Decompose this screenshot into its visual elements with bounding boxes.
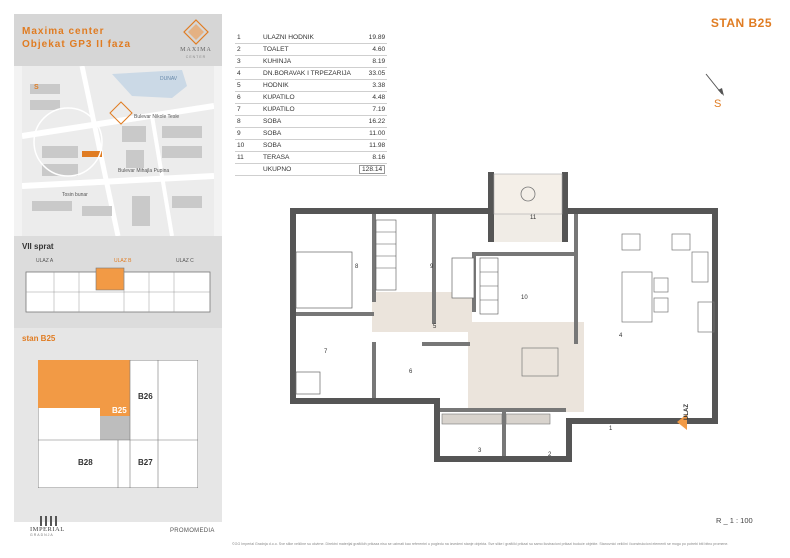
room-area: 4.60 [372,46,386,53]
room-name: KUPATILO [263,94,295,101]
project-header: Maxima center Objekat GP3 II faza MAXIMA… [14,14,222,66]
room-area: 4.48 [372,94,386,101]
plan-room-label: 2 [548,452,552,458]
map-river-label: DUNAV [160,76,178,82]
room-number: 3 [237,58,241,65]
room-name: ULAZNI HODNIK [263,34,314,41]
room-area: 11.00 [369,130,386,137]
entrance-label: ULAZ B [114,258,132,264]
apartment-title: stan B25 [22,334,56,343]
map-street-label: Bulevar Mihajla Pupina [118,168,170,174]
room-number: 5 [237,82,241,89]
room-row: 2 TOALET 4.60 [235,44,388,56]
floor-section: VII sprat ULAZ A ULAZ B ULAZ C [14,236,222,328]
room-row: 5 HODNIK 3.38 [235,80,388,92]
plan-room-label: 11 [530,215,537,221]
compass-icon: S [700,70,730,114]
room-row: 8 SOBA 16.22 [235,116,388,128]
location-map: S Bulevar Mihajla Pupina Bulevar Nikole … [22,66,214,236]
total-label: UKUPNO [263,166,292,173]
room-area: 7.19 [372,106,386,113]
room-number: 9 [237,130,241,137]
map-street-label: Tosin bunar [62,192,88,198]
floor-plan-mini [25,267,211,313]
room-name: SOBA [263,130,282,137]
project-name: Maxima center [22,26,105,37]
plan-room-label: 7 [324,349,328,355]
map-north-label: S [34,84,39,91]
room-number: 8 [237,118,241,125]
plan-room-label: 10 [521,295,528,301]
room-name: KUHINJA [263,58,292,65]
room-number: 1 [237,34,241,41]
apartment-location-plan [38,360,198,488]
entrance-label: ULAZ C [176,258,194,264]
imperial-logo-sub: GRADNJA [30,533,54,537]
unit-label: B27 [138,458,153,467]
footer-disclaimer: ©GG Imperial Gradnja d.o.o. Sve slike ve… [232,542,729,546]
total-row: UKUPNO 128.14 [235,164,388,176]
imperial-logo-text: IMPERIAL [30,526,65,533]
room-name: TERASA [263,154,290,161]
plan-room-label: 6 [409,369,413,375]
room-name: SOBA [263,142,282,149]
room-number: 11 [237,154,244,161]
entrance-arrow-icon [677,414,687,430]
logo-brand: MAXIMA [180,47,212,53]
plan-room-label: 4 [619,333,623,339]
plan-room-label: 8 [355,264,359,270]
room-area: 16.22 [368,118,386,125]
room-number: 7 [237,106,241,113]
compass-label: S [714,98,722,110]
room-row: 9 SOBA 11.00 [235,128,388,140]
plan-room-label: 9 [430,264,434,270]
unit-label: B25 [112,406,127,415]
room-name: TOALET [263,46,289,53]
room-area: 11.98 [369,142,386,149]
page-title: STAN B25 [710,16,772,30]
room-name: SOBA [263,118,282,125]
imperial-logo: IMPERIAL GRADNJA [30,516,70,537]
entrance-label: ULAZ [684,404,690,420]
plan-room-label: 1 [609,426,613,432]
map-street-label: Bulevar Nikole Tesle [134,114,180,120]
apartment-section: stan B25 B25 B26 B28 B27 [14,328,222,522]
scale-label: R _ 1 : 100 [716,516,753,525]
room-row: 11 TERASA 8.16 [235,152,388,164]
entrance-label: ULAZ A [36,258,54,264]
room-number: 10 [237,142,245,149]
floor-title: VII sprat [22,242,54,251]
maxima-logo: MAXIMA CENTER [174,18,218,62]
room-name: HODNIK [263,82,289,89]
room-row: 6 KUPATILO 4.48 [235,92,388,104]
room-name: KUPATILO [263,106,295,113]
unit-label: B26 [138,392,153,401]
room-number: 4 [237,70,241,77]
room-area-table: 1 ULAZNI HODNIK 19.89 2 TOALET 4.60 3 KUHINJA 8.… [235,32,388,176]
unit-label: B28 [78,458,93,467]
room-number: 2 [237,46,241,53]
room-name: DN.BORAVAK I TRPEZARIJA [263,70,351,77]
room-area: 19.89 [368,34,386,41]
room-area: 33.05 [368,70,386,77]
room-row: 1 ULAZNI HODNIK 19.89 [235,32,388,44]
partner-logo: PROMOMEDIA [170,528,215,534]
floor-plan [290,172,718,462]
logo-brand-sub: CENTER [185,55,207,59]
room-area: 8.19 [372,58,386,65]
room-area: 3.38 [372,82,386,89]
total-area: 128.14 [359,165,386,174]
room-area: 8.16 [372,154,386,161]
room-row: 10 SOBA 11.98 [235,140,388,152]
room-row: 7 KUPATILO 7.19 [235,104,388,116]
plan-room-label: 5 [433,324,437,330]
plan-room-label: 3 [478,448,482,454]
project-building: Objekat GP3 II faza [22,39,132,50]
room-row: 4 DN.BORAVAK I TRPEZARIJA 33.05 [235,68,388,80]
room-number: 6 [237,94,241,101]
room-row: 3 KUHINJA 8.19 [235,56,388,68]
map-logo-icon [106,100,136,130]
